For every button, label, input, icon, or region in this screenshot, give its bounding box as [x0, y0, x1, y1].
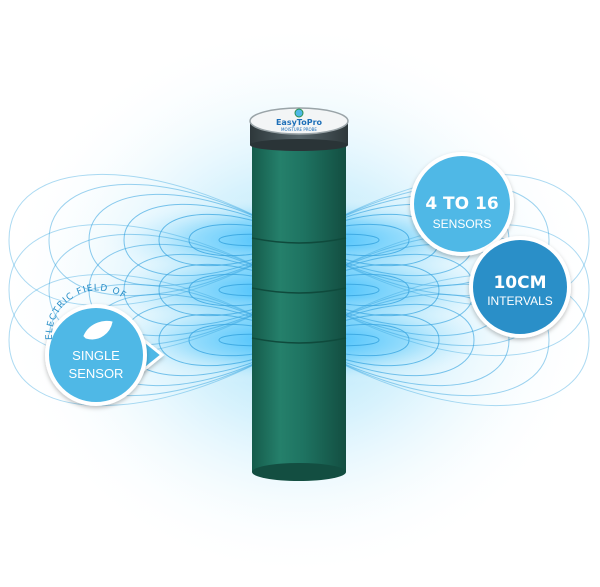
interval-label: INTERVALS: [487, 294, 553, 308]
field-line: [298, 313, 440, 367]
field-line: [8, 273, 300, 407]
probe-body: [252, 142, 346, 472]
logo-globe-icon: [294, 108, 304, 118]
single-sensor-line2: SENSOR: [69, 366, 124, 381]
single-sensor-line1: SINGLE: [72, 348, 120, 363]
sensor-band-seams: [251, 237, 347, 344]
field-line: [158, 213, 300, 267]
probe-bottom: [252, 463, 346, 481]
probe-logo: EasyToPro MOISTURE PROBE: [276, 108, 323, 132]
field-line: [298, 273, 590, 407]
single-sensor-circle: [45, 304, 147, 406]
probe-cap-rim: [250, 139, 348, 151]
interval-value: 10CM: [493, 273, 546, 293]
field-line: [298, 263, 440, 317]
probe: EasyToPro MOISTURE PROBE: [249, 107, 349, 481]
field-line: [298, 293, 510, 387]
sensors-count-label: SENSORS: [433, 217, 492, 231]
field-line: [158, 263, 300, 317]
field-line: [48, 233, 300, 347]
probe-cap-top: [249, 107, 349, 135]
field-line: [298, 303, 475, 377]
field-line: [298, 283, 550, 397]
leaf-icon: [83, 320, 113, 340]
field-line: [123, 203, 300, 277]
field-line: [48, 183, 300, 297]
field-line: [158, 313, 300, 367]
field-line: [8, 173, 300, 307]
field-line: [123, 253, 300, 327]
logo-subtext: MOISTURE PROBE: [281, 127, 317, 132]
logo-text: EasyToPro: [276, 118, 323, 127]
interval-badge: 10CM INTERVALS: [469, 236, 571, 338]
sensors-count-badge: 4 TO 16 SENSORS: [410, 152, 514, 256]
field-line: [8, 223, 300, 357]
sensors-count-value: 4 TO 16: [425, 194, 498, 214]
